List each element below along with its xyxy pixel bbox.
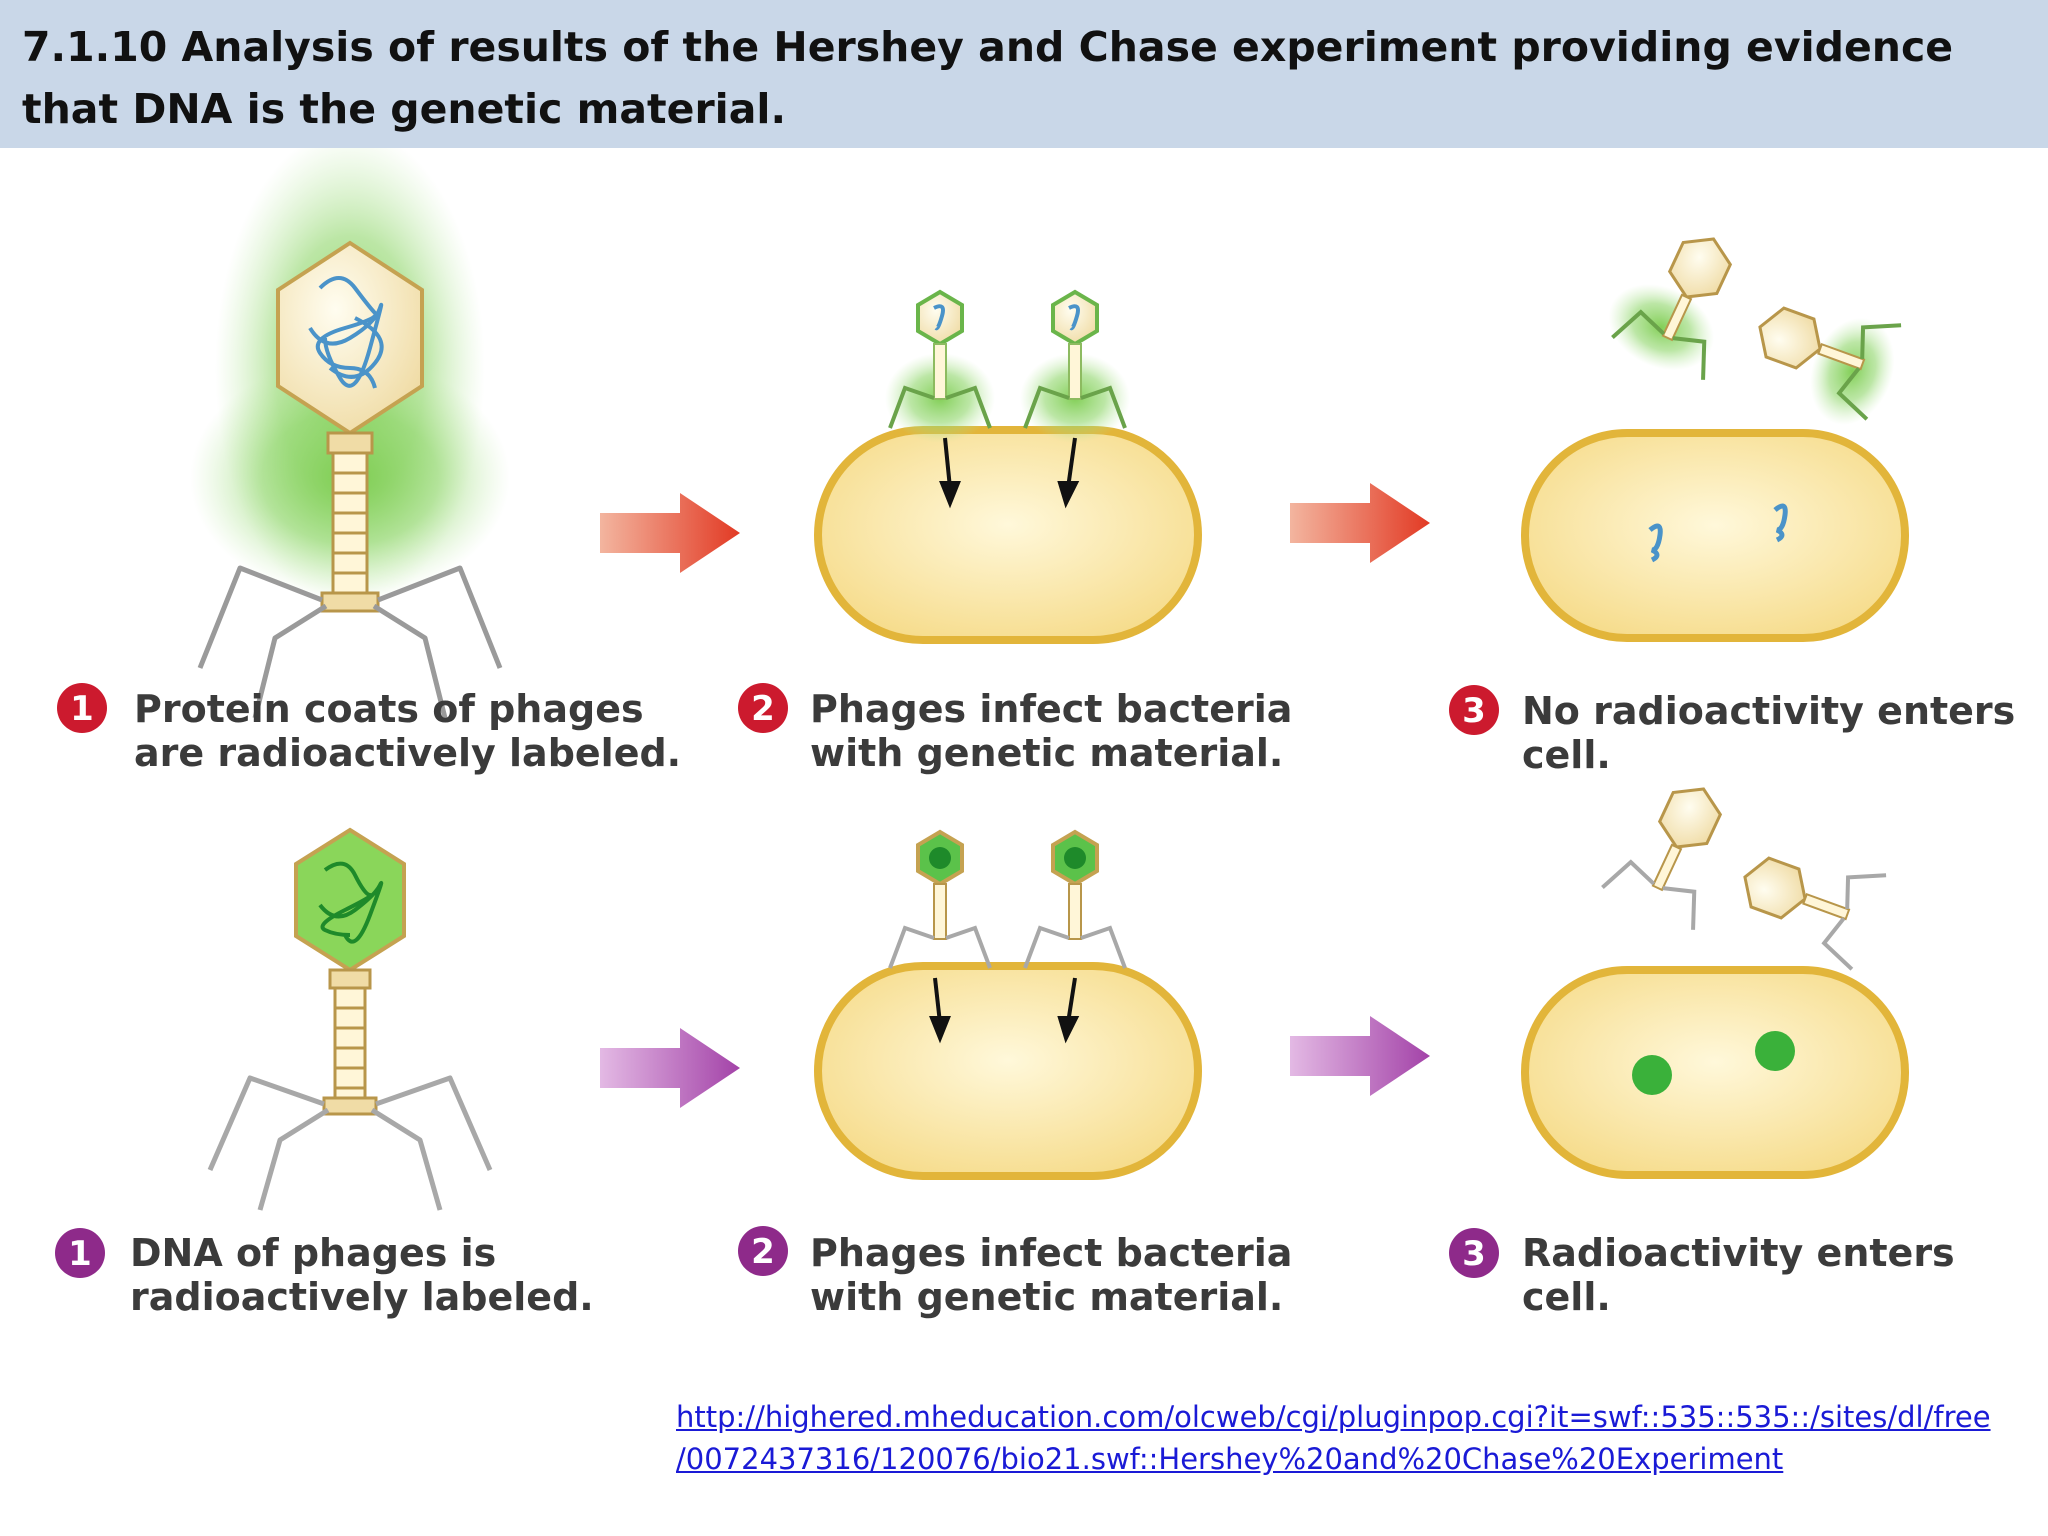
row2-caption-2: 2 Phages infect bacteria with genetic ma… — [738, 1226, 1292, 1319]
hershey-chase-diagram: 1 Protein coats of phages are radioactiv… — [55, 148, 2015, 1319]
row1-caption-2: 2 Phages infect bacteria with genetic ma… — [738, 683, 1292, 775]
svg-text:No radioactivity enters: No radioactivity enters — [1522, 689, 2015, 733]
svg-text:DNA of phages is: DNA of phages is — [130, 1231, 496, 1275]
row1-infecting-phage-b — [1020, 289, 1130, 443]
svg-text:Radioactivity enters: Radioactivity enters — [1522, 1231, 1955, 1275]
row1-arrow1 — [600, 493, 740, 573]
svg-text:with genetic material.: with genetic material. — [810, 1275, 1283, 1319]
svg-text:1: 1 — [68, 1234, 92, 1274]
row1-arrow2 — [1290, 483, 1430, 563]
row2-empty-phage-b — [1743, 856, 1887, 971]
row1-caption-3: 3 No radioactivity enters cell. — [1449, 685, 2015, 777]
svg-text:2: 2 — [751, 689, 775, 729]
source-link[interactable]: http://highered.mheducation.com/olcweb/c… — [676, 1396, 1996, 1480]
row1-infecting-phage-a — [885, 289, 995, 443]
svg-text:with genetic material.: with genetic material. — [810, 731, 1283, 775]
row2-empty-phage-a — [1601, 787, 1723, 930]
row1-empty-phage-b — [1758, 306, 1902, 425]
svg-text:radioactively labeled.: radioactively labeled. — [130, 1275, 594, 1319]
row1-step2-infection — [814, 289, 1202, 644]
row2-step3-result — [1521, 787, 1909, 1179]
svg-text:are radioactively labeled.: are radioactively labeled. — [134, 731, 681, 775]
slide-title: 7.1.10 Analysis of results of the Hershe… — [22, 23, 1954, 133]
source-link-line1[interactable]: http://highered.mheducation.com/olcweb/c… — [676, 1400, 1991, 1434]
svg-text:cell.: cell. — [1522, 733, 1611, 777]
row1-step3-result — [1521, 237, 1909, 642]
row2-caption-1: 1 DNA of phages is radioactively labeled… — [55, 1228, 594, 1319]
row2-caption-3: 3 Radioactivity enters cell. — [1449, 1228, 1955, 1319]
svg-text:Protein coats of phages: Protein coats of phages — [134, 687, 644, 731]
row2-infecting-phage-b — [1023, 829, 1127, 969]
row2-step2-infection — [814, 829, 1202, 1180]
svg-text:3: 3 — [1462, 1234, 1486, 1274]
svg-text:2: 2 — [751, 1232, 775, 1272]
row1-step1-labeled-phage — [190, 148, 510, 719]
svg-text:cell.: cell. — [1522, 1275, 1611, 1319]
svg-text:3: 3 — [1462, 691, 1486, 731]
title-bar: 7.1.10 Analysis of results of the Hershe… — [0, 0, 2048, 148]
svg-text:Phages infect bacteria: Phages infect bacteria — [810, 1231, 1292, 1275]
source-link-line2[interactable]: /0072437316/120076/bio21.swf::Hershey%20… — [676, 1442, 1784, 1476]
row2-arrow1 — [600, 1028, 740, 1108]
svg-text:Phages infect bacteria: Phages infect bacteria — [810, 687, 1292, 731]
row1-empty-phage-a — [1608, 237, 1733, 380]
row2-arrow2 — [1290, 1016, 1430, 1096]
row1-caption-1: 1 Protein coats of phages are radioactiv… — [57, 683, 681, 775]
row2-infecting-phage-a — [888, 829, 992, 969]
svg-text:1: 1 — [70, 689, 94, 729]
row2-step1-labeled-phage — [207, 827, 493, 1211]
